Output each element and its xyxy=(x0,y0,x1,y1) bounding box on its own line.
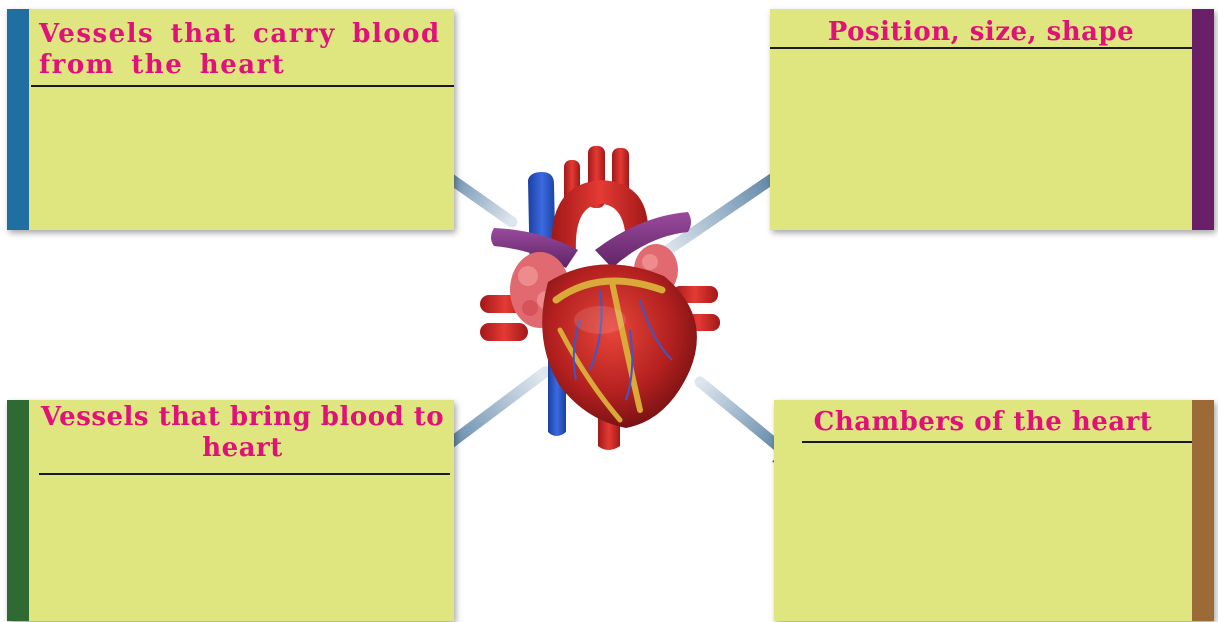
card-title: Position, size, shape xyxy=(770,17,1192,48)
title-underline xyxy=(31,85,454,87)
heart-illustration xyxy=(480,146,720,450)
card-accent-stripe xyxy=(7,400,29,621)
card-title: Chambers of the heart xyxy=(774,407,1192,438)
card-vessels-to-heart: Vessels that bring blood to heart xyxy=(7,400,454,621)
card-title: Vessels that bring blood to heart xyxy=(31,402,454,464)
card-position-size-shape: Position, size, shape xyxy=(770,9,1214,230)
card-vessels-from-heart: Vessels that carry blood from the heart xyxy=(7,9,454,230)
card-accent-stripe xyxy=(1192,9,1214,230)
card-chambers-of-heart: Chambers of the heart xyxy=(774,400,1214,621)
title-underline xyxy=(39,473,450,475)
card-accent-stripe xyxy=(7,9,29,230)
card-accent-stripe xyxy=(1192,400,1214,621)
title-underline xyxy=(770,47,1192,49)
title-underline xyxy=(802,441,1192,443)
card-title: Vessels that carry blood from the heart xyxy=(39,19,449,81)
